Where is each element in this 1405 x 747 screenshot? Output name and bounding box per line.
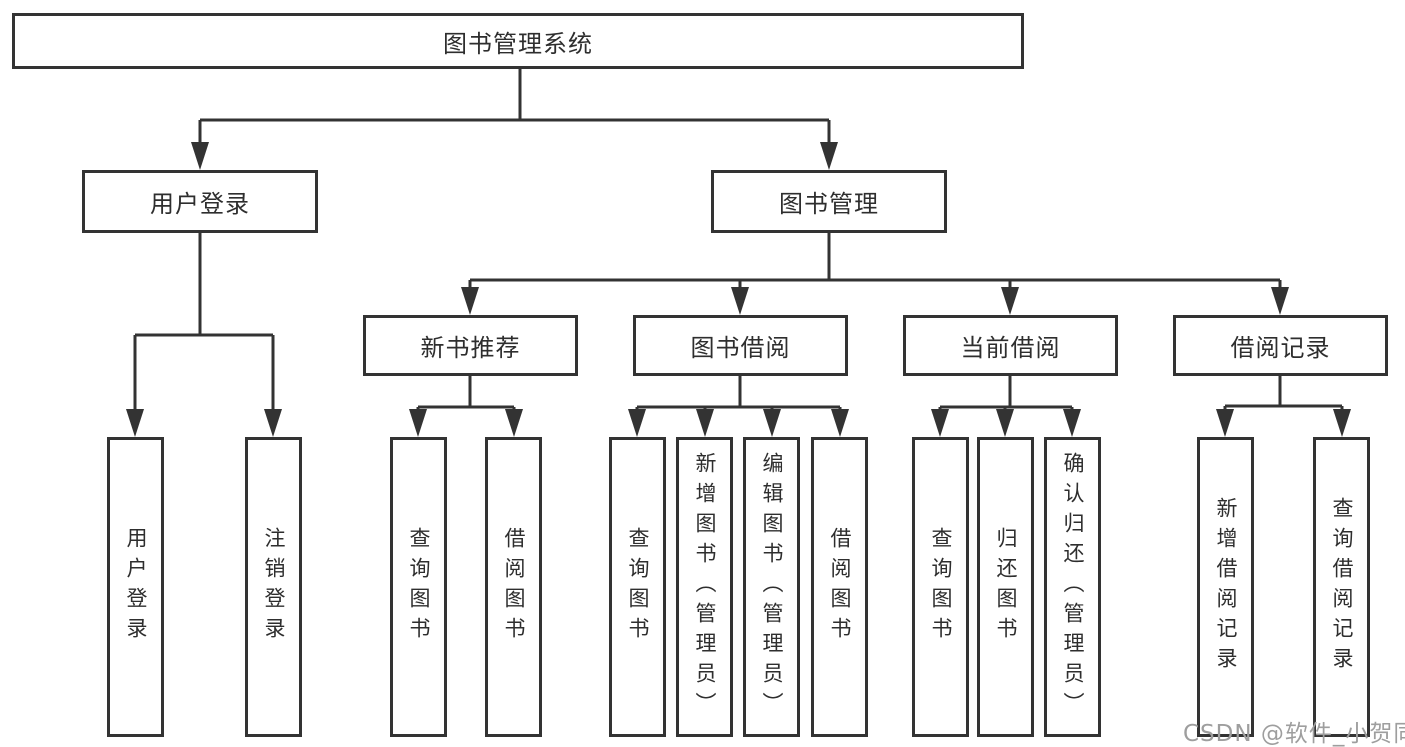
arrowhead <box>409 409 427 437</box>
connector-user-login <box>133 232 275 418</box>
leaf-user-login: 用户登录 <box>107 437 164 737</box>
arrowhead <box>831 409 849 437</box>
leaf-edit-book-admin: 编辑图书（管理员） <box>743 437 800 737</box>
arrowhead <box>191 142 209 170</box>
node-borrowing-records: 借阅记录 <box>1173 315 1388 376</box>
leaf-query-books-recommend: 查询图书 <box>390 437 447 737</box>
leaf-borrow-books-recommend: 借阅图书 <box>485 437 542 737</box>
arrowhead <box>731 287 749 315</box>
leaf-return-books: 归还图书 <box>977 437 1034 737</box>
connector-book-borrowing <box>635 375 842 418</box>
leaf-borrow-books-borrowing: 借阅图书 <box>811 437 868 737</box>
node-book-management: 图书管理 <box>711 170 947 233</box>
connector-book-management <box>468 232 1282 296</box>
connector-borrowing-records <box>1223 375 1344 418</box>
node-book-borrowing: 图书借阅 <box>633 315 848 376</box>
arrowhead <box>820 142 838 170</box>
arrowhead <box>1271 287 1289 315</box>
arrowhead <box>628 409 646 437</box>
arrowhead <box>931 409 949 437</box>
arrowhead <box>1216 409 1234 437</box>
arrowhead <box>1333 409 1351 437</box>
node-user-login: 用户登录 <box>82 170 318 233</box>
arrowhead <box>461 287 479 315</box>
arrowhead <box>1063 409 1081 437</box>
node-current-borrowing: 当前借阅 <box>903 315 1118 376</box>
arrowhead <box>1001 287 1019 315</box>
leaf-query-books-borrowing: 查询图书 <box>609 437 666 737</box>
leaf-confirm-return-admin: 确认归还（管理员） <box>1044 437 1101 737</box>
arrowhead <box>763 409 781 437</box>
arrowhead <box>696 409 714 437</box>
arrowhead <box>126 409 144 437</box>
arrowhead <box>505 409 523 437</box>
csdn-watermark: CSDN @软件_小贺同学 <box>1183 721 1405 747</box>
leaf-add-borrow-record: 新增借阅记录 <box>1197 437 1254 737</box>
node-new-book-recommend: 新书推荐 <box>363 315 578 376</box>
leaf-query-borrow-record: 查询借阅记录 <box>1313 437 1370 737</box>
connector-root <box>198 69 831 156</box>
leaf-logout: 注销登录 <box>245 437 302 737</box>
arrowhead <box>996 409 1014 437</box>
leaf-query-books-current: 查询图书 <box>912 437 969 737</box>
arrowhead <box>264 409 282 437</box>
node-root-system: 图书管理系统 <box>12 13 1024 69</box>
leaf-add-book-admin: 新增图书（管理员） <box>676 437 733 737</box>
connector-new-book-recommend <box>416 375 516 418</box>
